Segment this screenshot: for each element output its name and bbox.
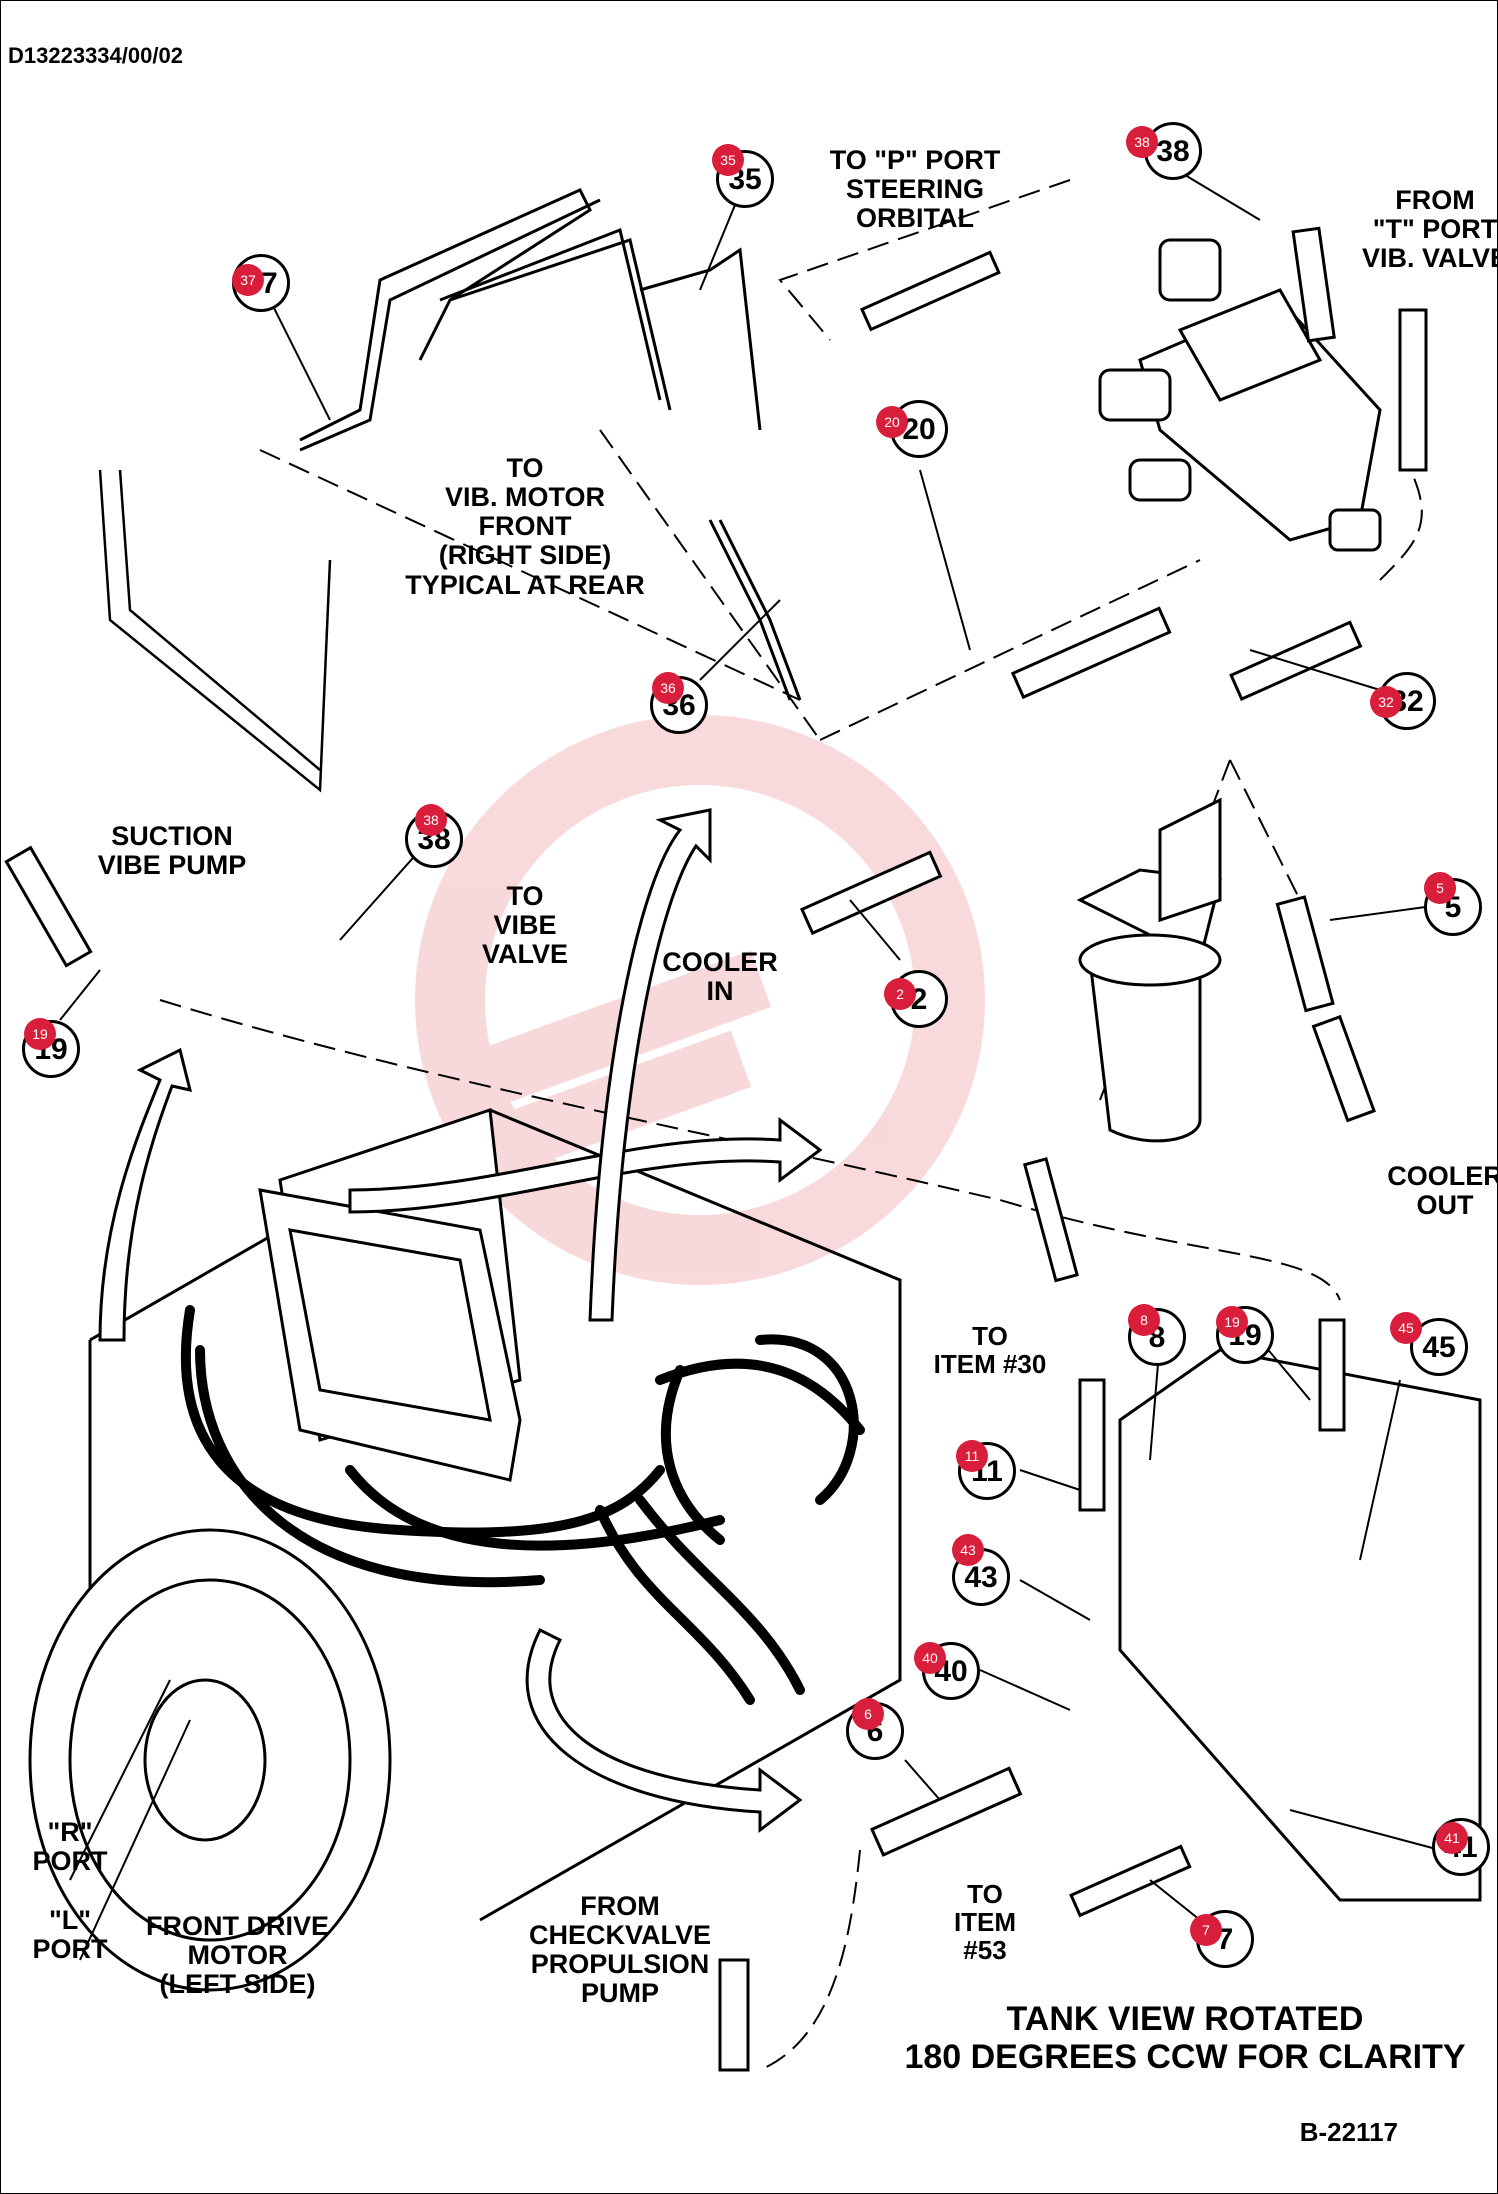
- marker-45[interactable]: 45: [1390, 1312, 1422, 1344]
- label-suction-vibe-pump: SUCTION VIBE PUMP: [97, 821, 247, 881]
- label-r-port: "R" PORT: [32, 1817, 108, 1877]
- marker-35[interactable]: 35: [712, 144, 744, 176]
- marker-36[interactable]: 36: [652, 672, 684, 704]
- document-id: D13223334/00/02: [8, 43, 183, 68]
- marker-38-top[interactable]: 38: [1126, 126, 1158, 158]
- callout-35: 35: [716, 150, 774, 208]
- marker-11[interactable]: 11: [956, 1440, 988, 1472]
- marker-32[interactable]: 32: [1370, 686, 1402, 718]
- flow-arrows: [98, 808, 823, 1833]
- label-front-drive-motor: FRONT DRIVE MOTOR (LEFT SIDE): [145, 1911, 329, 2000]
- vibe-valve-assembly: [1098, 238, 1382, 552]
- label-to-vib-motor: TO VIB. MOTOR FRONT (RIGHT SIDE) TYPICAL…: [405, 453, 645, 600]
- marker-8[interactable]: 8: [1128, 1304, 1160, 1336]
- cab-outline: [98, 469, 332, 793]
- part-leader-lines: [59, 159, 1441, 1961]
- label-from-t-port: FROM "T" PORT VIB. VALVE: [1361, 185, 1498, 274]
- black-hoses: [180, 1305, 865, 1705]
- marker-20[interactable]: 20: [876, 406, 908, 438]
- label-to-item-53: TO ITEM #53: [953, 1879, 1017, 1966]
- callout-45: 45: [1410, 1318, 1468, 1376]
- label-to-item-30: TO ITEM #30: [933, 1321, 1047, 1380]
- label-to-vibe-valve: TO VIBE VALVE: [481, 881, 568, 970]
- tank-view-caption: TANK VIEW ROTATED 180 DEGREES CCW FOR CL…: [904, 2000, 1466, 2077]
- tubing-top-left: [299, 188, 802, 701]
- marker-41[interactable]: 41: [1436, 1822, 1468, 1854]
- label-l-port: "L" PORT: [32, 1905, 108, 1965]
- marker-38-left[interactable]: 38: [415, 804, 447, 836]
- label-from-checkvalve: FROM CHECKVALVE PROPULSION PUMP: [528, 1891, 711, 2009]
- marker-5[interactable]: 5: [1424, 872, 1456, 904]
- marker-7[interactable]: 7: [1190, 1914, 1222, 1946]
- marker-37[interactable]: 37: [232, 264, 264, 296]
- marker-6[interactable]: 6: [852, 1698, 884, 1730]
- callout-43: 43: [952, 1548, 1010, 1606]
- figure-id: B-22117: [1299, 2116, 1398, 2147]
- marker-40[interactable]: 40: [914, 1642, 946, 1674]
- oil-cooler-canister: [1076, 797, 1222, 1143]
- marker-19-right[interactable]: 19: [1216, 1306, 1248, 1338]
- marker-43[interactable]: 43: [952, 1534, 984, 1566]
- display-panel: [258, 1188, 522, 1482]
- label-to-p-port: TO "P" PORT STEERING ORBITAL: [829, 145, 1001, 234]
- marker-2[interactable]: 2: [884, 978, 916, 1010]
- marker-19-left[interactable]: 19: [24, 1018, 56, 1050]
- label-cooler-out: COOLER OUT: [1387, 1161, 1498, 1221]
- fittings-right: [4, 226, 1428, 2072]
- label-cooler-in: COOLER IN: [662, 947, 778, 1007]
